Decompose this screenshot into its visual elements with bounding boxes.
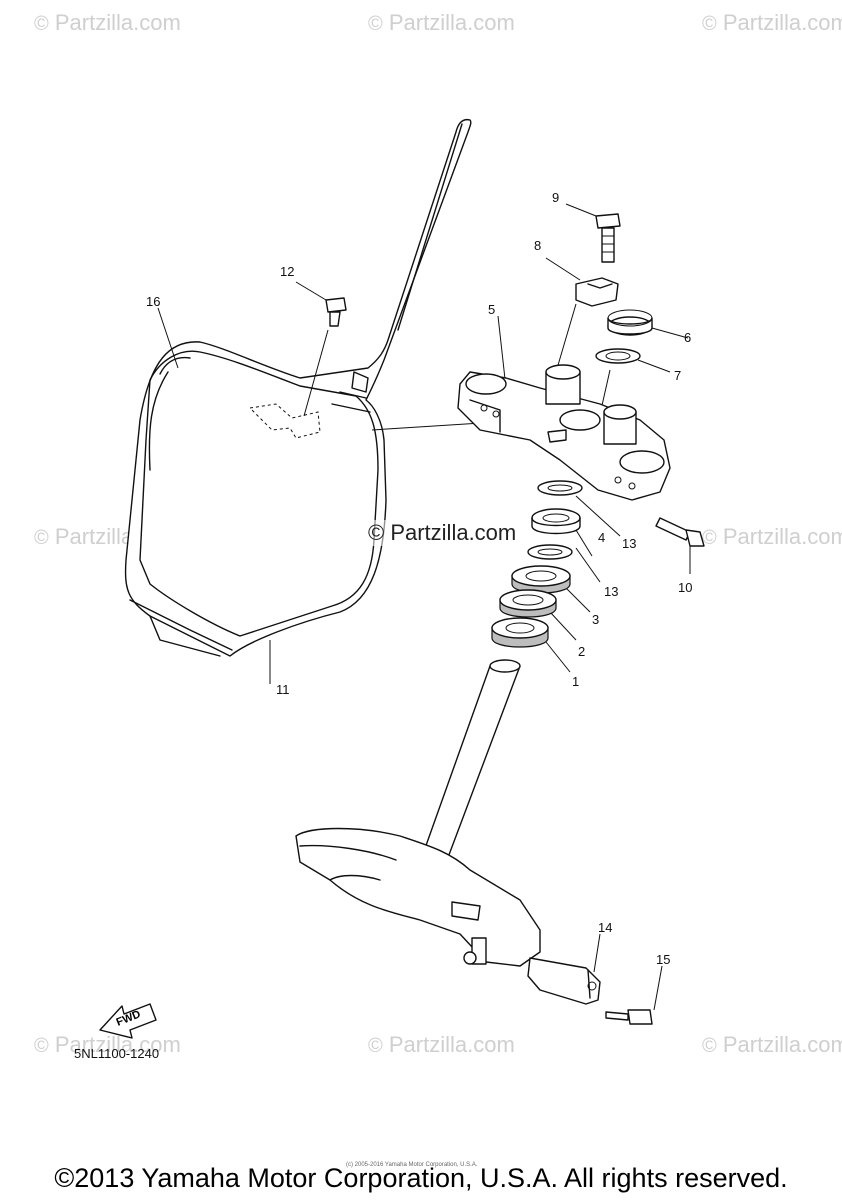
copyright-footer: ©2013 Yamaha Motor Corporation, U.S.A. A… [54,1163,788,1193]
collar-6[interactable] [607,309,653,336]
watermark-top-right: © Partzilla.com [702,10,842,35]
washer-13-upper[interactable] [537,480,583,496]
callout-13-upper: 13 [622,536,636,551]
tiny-credit: (c) 2005-2016 Yamaha Motor Corporation, … [346,1162,478,1168]
callout-2: 2 [578,644,585,659]
number-plate[interactable] [124,118,472,657]
bolt-9[interactable] [595,213,621,263]
leader-lines [157,203,691,1011]
callout-4: 4 [598,530,605,545]
callout-9: 9 [552,190,559,205]
bearing-2[interactable] [499,589,557,618]
washer-7[interactable] [595,348,641,364]
watermark-top-center: © Partzilla.com [368,10,515,35]
callout-15: 15 [656,952,670,967]
callout-12: 12 [280,264,294,279]
watermark-top-left: © Partzilla.com [34,10,181,35]
callout-8: 8 [534,238,541,253]
bolt-12[interactable] [325,297,347,327]
callout-11: 11 [276,682,290,697]
callout-1: 1 [572,674,579,689]
callouts: 1 2 3 4 5 6 7 8 9 10 11 12 13 13 14 15 1… [146,190,692,967]
washer-13-lower[interactable] [527,544,573,560]
callout-10: 10 [678,580,692,595]
fwd-arrow: FWD [99,1003,157,1039]
bearing-3[interactable] [511,565,571,594]
watermark-bottom-left: © Partzilla.com [34,1032,181,1057]
bolt-10[interactable] [655,517,705,547]
callout-3: 3 [592,612,599,627]
seal-1[interactable] [491,617,549,648]
callout-13-lower: 13 [604,584,618,599]
callout-6: 6 [684,330,691,345]
steering-stem[interactable] [295,659,541,967]
clamp-14[interactable] [527,957,601,1005]
callout-7: 7 [674,368,681,383]
upper-bracket[interactable] [457,364,671,501]
callout-16: 16 [146,294,160,309]
callout-5: 5 [488,302,495,317]
bolt-15[interactable] [605,1009,653,1025]
diagram-code: 5NL1100-1240 [74,1046,160,1061]
callout-14: 14 [598,920,612,935]
clamp-8[interactable] [575,277,619,307]
watermark-bottom-right: © Partzilla.com [702,1032,842,1057]
watermark-mid-right: © Partzilla.com [702,524,842,549]
watermark-bottom-center: © Partzilla.com [368,1032,515,1057]
watermark-center: © Partzilla.com [368,520,517,546]
ring-nut-4[interactable] [531,508,581,535]
